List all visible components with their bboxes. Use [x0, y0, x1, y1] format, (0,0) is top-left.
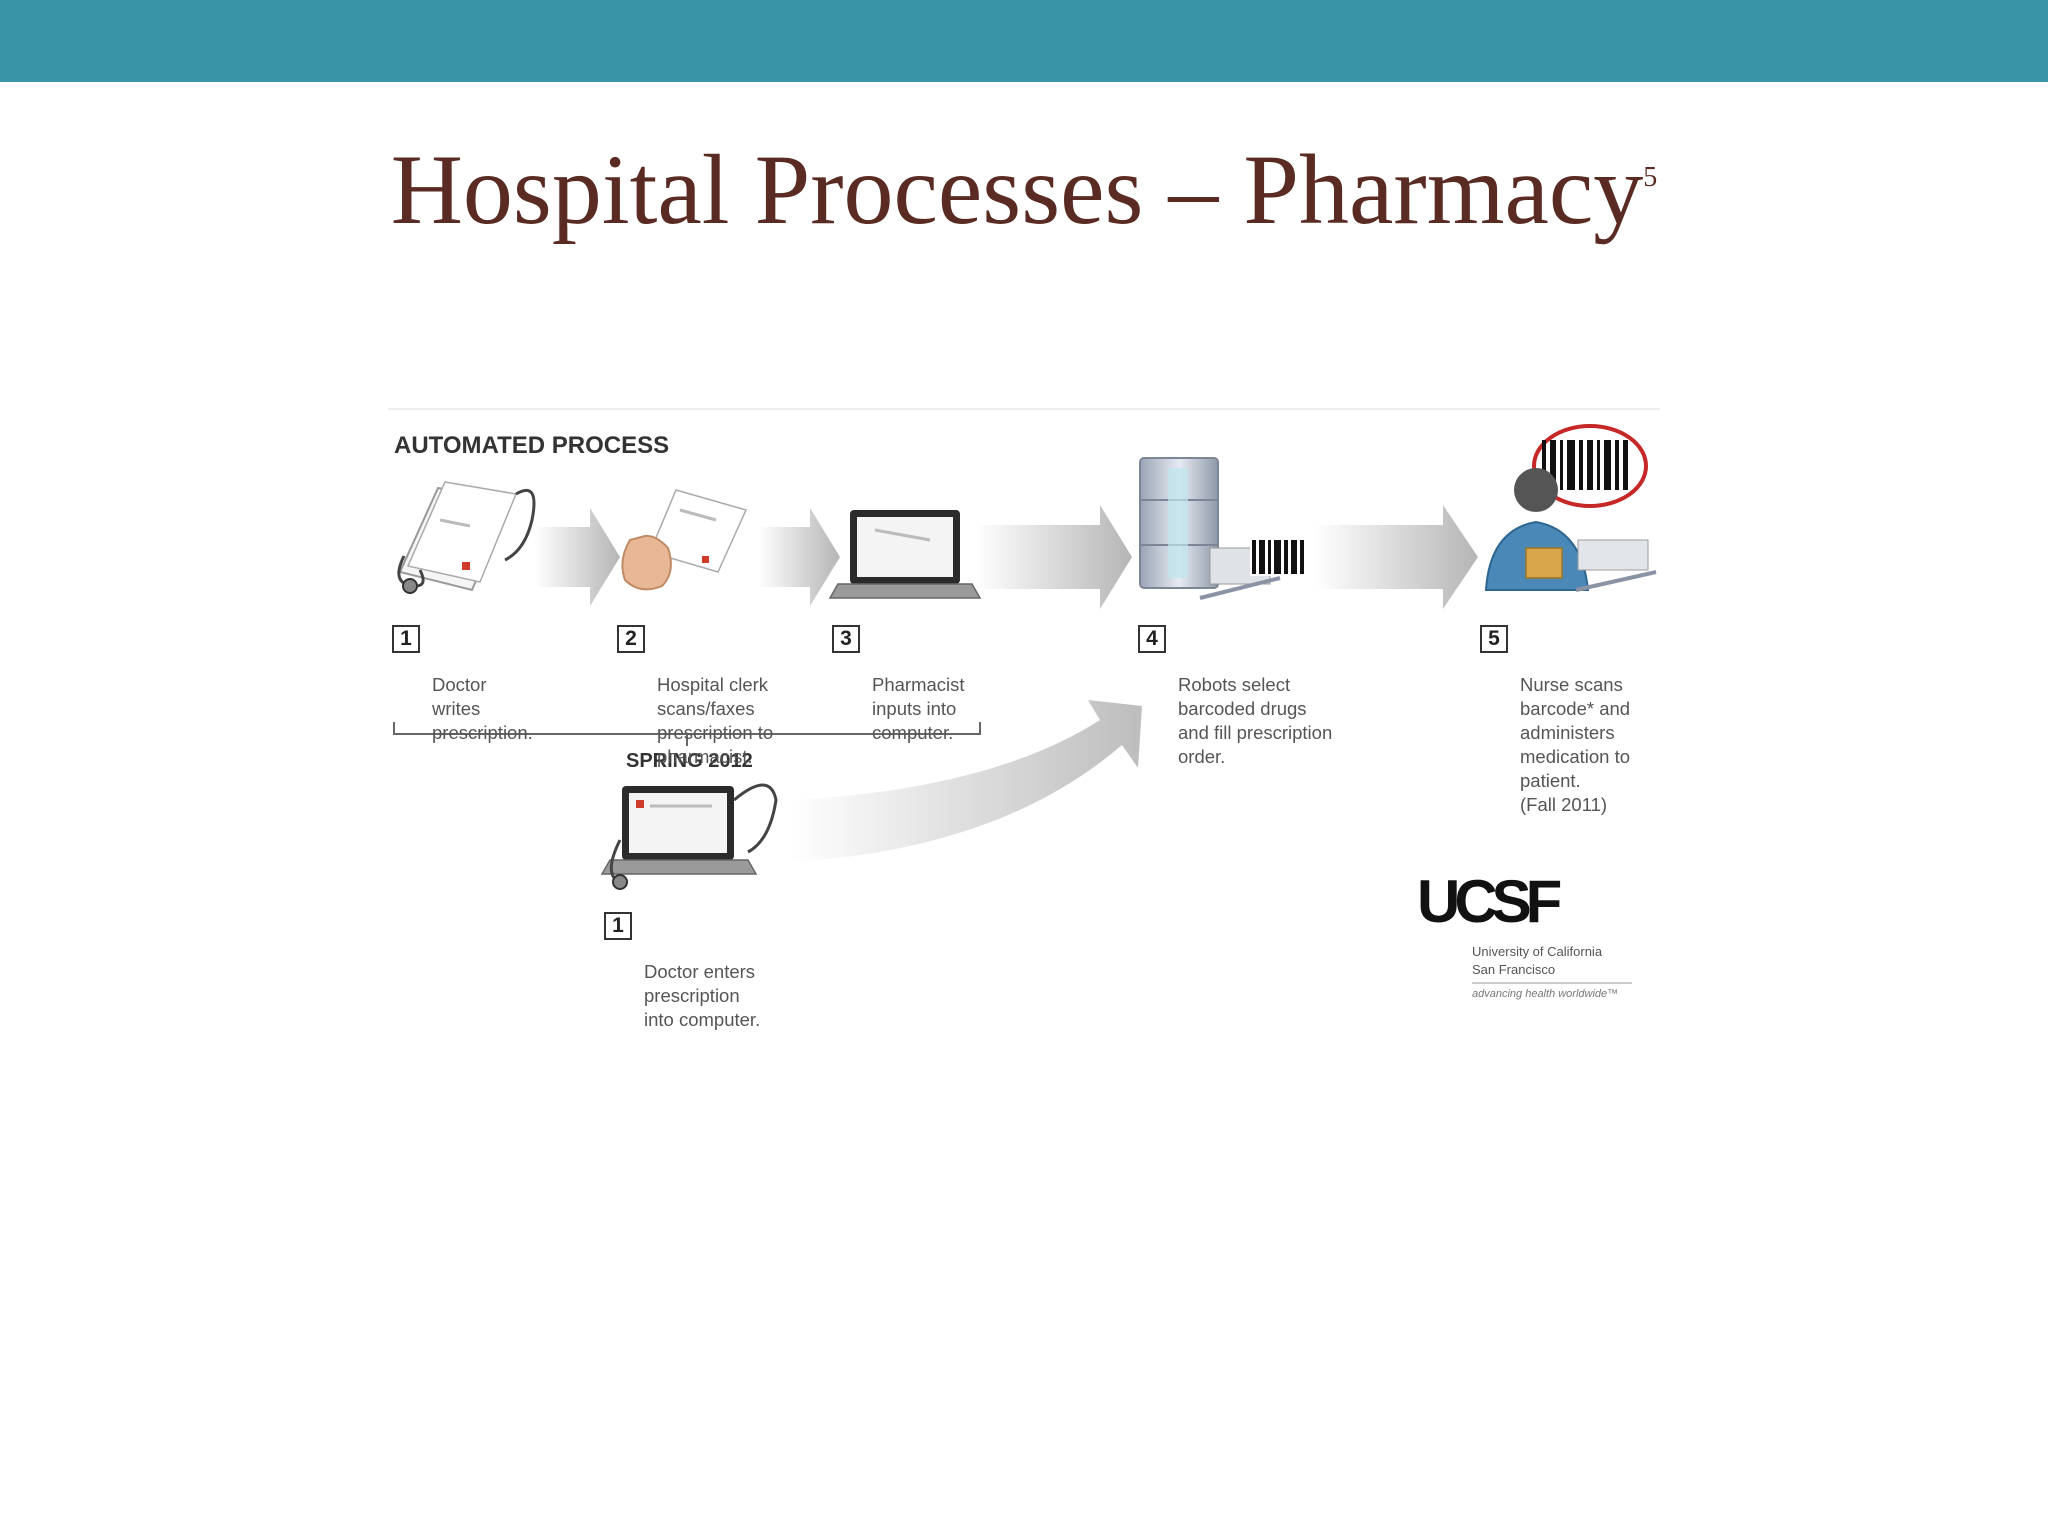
doctor-laptop-illustration	[600, 783, 778, 890]
step-number: 2	[617, 625, 645, 653]
step-text: Hospital clerk scans/faxes prescription …	[657, 674, 774, 767]
automated-process-heading: AUTOMATED PROCESS	[394, 432, 670, 459]
brand-line-1: University of California	[1472, 944, 1603, 959]
step-3-pharmacist-inputs: 3 Pharmacist inputs into computer.	[832, 625, 965, 745]
step-number: 5	[1480, 625, 1508, 653]
step-number: 1	[604, 912, 632, 940]
ucsf-logo: UCSF	[1417, 868, 1562, 935]
doctor-clipboard-illustration	[397, 481, 536, 594]
step-number: 1	[392, 625, 420, 653]
step-text: Robots select barcoded drugs and fill pr…	[1178, 674, 1333, 767]
spring-2012-label: SPRING 2012	[626, 750, 753, 772]
flow-arrow-2-to-3	[758, 508, 840, 606]
step-text: Doctor writes prescription.	[432, 674, 533, 743]
flow-arrow-4-to-5	[1315, 505, 1478, 609]
patient-barcode-icon	[1542, 440, 1628, 490]
step-2-clerk-scans: 2 Hospital clerk scans/faxes prescriptio…	[617, 625, 774, 769]
brand-line-2: San Francisco	[1472, 962, 1556, 977]
step-1-doctor-enters: 1 Doctor enters prescription into comput…	[604, 912, 761, 1032]
clerk-hand-paper-illustration	[621, 489, 748, 591]
curved-arrow-to-step-4	[790, 700, 1142, 862]
flow-arrow-1-to-2	[535, 508, 620, 606]
brand-tagline: advancing health worldwide™	[1472, 988, 1619, 1000]
top-accent-bar	[0, 0, 2048, 82]
robot-cabinet-illustration	[1139, 457, 1306, 600]
step-number: 3	[832, 625, 860, 653]
slide-title-text: Hospital Processes – Pharmacy	[390, 134, 1644, 245]
step-4-robots-select: 4 Robots select barcoded drugs and fill …	[1138, 625, 1333, 769]
step-text: Nurse scans barcode* and administers med…	[1520, 674, 1631, 815]
step-number: 4	[1138, 625, 1166, 653]
step-text: Doctor enters prescription into computer…	[644, 961, 761, 1030]
step-text: Pharmacist inputs into computer.	[872, 674, 965, 743]
drug-barcode-icon	[1250, 536, 1306, 576]
flow-arrow-3-to-4	[975, 505, 1132, 609]
step-1-doctor-writes: 1 Doctor writes prescription.	[392, 625, 533, 745]
pharmacist-laptop-illustration	[828, 510, 982, 599]
nurse-barcode-illustration	[1484, 424, 1657, 592]
footnote-reference: 5	[1643, 162, 1658, 193]
step-5-nurse-scans: 5 Nurse scans barcode* and administers m…	[1480, 625, 1631, 817]
slide-title: Hospital Processes – Pharmacy5	[0, 140, 2048, 240]
